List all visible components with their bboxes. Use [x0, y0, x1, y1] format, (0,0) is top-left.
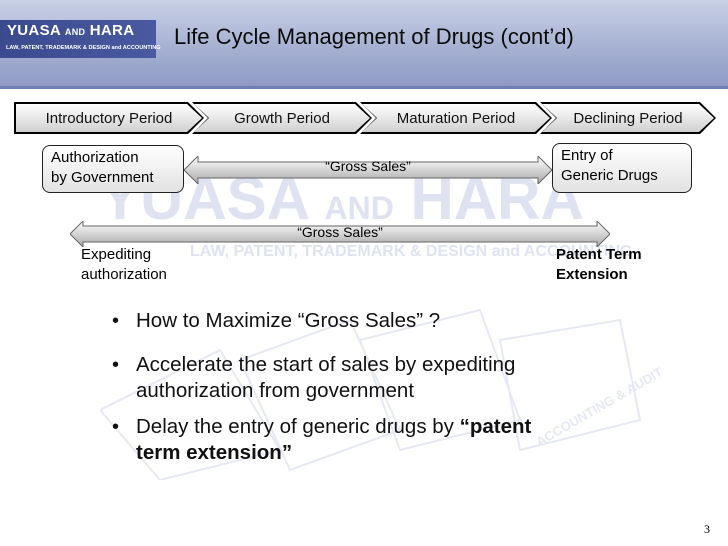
authorization-box: Authorization by Government [42, 145, 184, 193]
expediting-label: Expediting authorization [81, 245, 167, 285]
slide-title: Life Cycle Management of Drugs (cont’d) [174, 24, 574, 50]
phase-maturation: Maturation Period [360, 102, 552, 134]
gross-sales-label-2: “Gross Sales” [70, 222, 610, 242]
phase-growth: Growth Period [192, 102, 372, 134]
generic-entry-box: Entry of Generic Drugs [552, 143, 692, 193]
phase-introductory: Introductory Period [14, 102, 204, 134]
logo-wordmark: YUASA AND HARA [7, 22, 134, 39]
bullet-maximize: How to Maximize “Gross Sales” ? [110, 308, 670, 334]
phase-declining: Declining Period [540, 102, 716, 134]
company-logo: YUASA AND HARA LAW, PATENT, TRADEMARK & … [0, 20, 156, 58]
page-number: 3 [704, 522, 710, 537]
bullet-list: How to Maximize “Gross Sales” ? Accelera… [110, 308, 670, 482]
gross-sales-label-1: “Gross Sales” [184, 156, 552, 176]
header-rule [0, 86, 728, 89]
bullet-accelerate: Accelerate the start of sales by expedit… [110, 352, 670, 404]
logo-tagline: LAW, PATENT, TRADEMARK & DESIGN and ACCO… [6, 45, 161, 51]
patent-term-label: Patent Term Extension [556, 245, 642, 285]
bullet-delay: Delay the entry of generic drugs by “pat… [110, 414, 670, 466]
